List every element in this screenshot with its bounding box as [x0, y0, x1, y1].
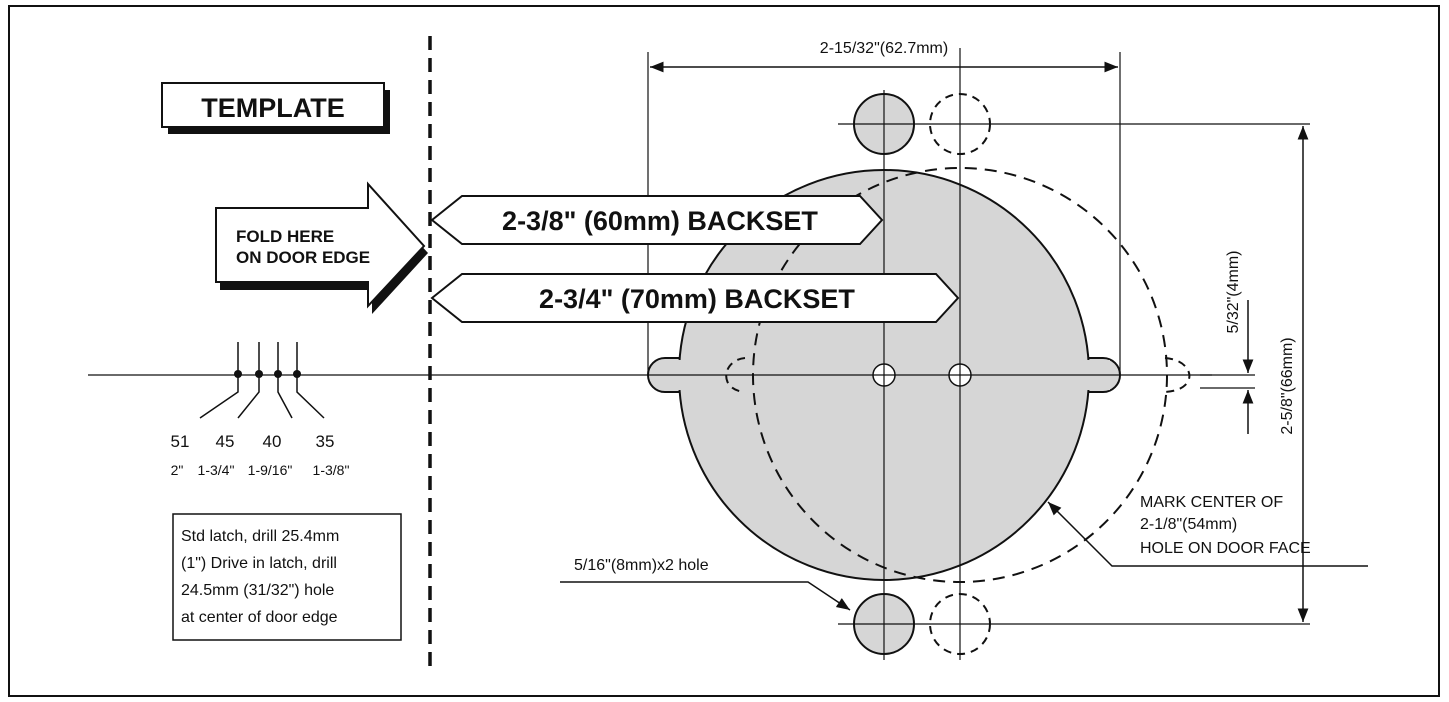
thickness-mm-45: 45 [216, 432, 235, 451]
small-hole-note: 5/16"(8mm)x2 hole [574, 557, 709, 574]
fold-here-arrow: FOLD HERE ON DOOR EDGE [215, 181, 428, 314]
mark-center-line3: HOLE ON DOOR FACE [1140, 540, 1311, 557]
fold-here-line1: FOLD HERE [236, 227, 334, 246]
latch-note-line3: 24.5mm (31/32") hole [181, 582, 334, 599]
latch-note-line4: at center of door edge [181, 609, 338, 626]
fold-here-line2: ON DOOR EDGE [236, 248, 370, 267]
latch-note-line1: Std latch, drill 25.4mm [181, 528, 339, 545]
door-thickness-leaders [199, 342, 325, 419]
thickness-mm-40: 40 [263, 432, 282, 451]
backset-70-label: 2-3/4" (70mm) BACKSET [539, 284, 855, 314]
mark-center-line2: 2-1/8"(54mm) [1140, 516, 1237, 533]
thickness-inch-1-3-4: 1-3/4" [198, 462, 235, 478]
vertical-dim-66-label: 2-5/8"(66mm) [1279, 337, 1296, 434]
vertical-dim-4-label: 5/32"(4mm) [1225, 250, 1242, 333]
template-title-box: TEMPLATE [161, 82, 390, 134]
door-thickness-points [234, 370, 301, 378]
alt-left-ear-dashed [725, 357, 746, 393]
thickness-inch-2: 2" [171, 462, 184, 478]
mark-center-line1: MARK CENTER OF [1140, 494, 1283, 511]
backset-60-banner: 2-3/8" (60mm) BACKSET [430, 195, 884, 245]
small-hole-leader [560, 581, 851, 611]
mark-center-leader [1047, 501, 1368, 567]
latch-note-line2: (1") Drive in latch, drill [181, 555, 337, 572]
thickness-mm-51: 51 [171, 432, 190, 451]
thickness-inch-1-3-8: 1-3/8" [313, 462, 350, 478]
latch-note-box: Std latch, drill 25.4mm (1") Drive in la… [172, 513, 402, 641]
template-label: TEMPLATE [201, 93, 345, 123]
thickness-mm-35: 35 [316, 432, 335, 451]
thickness-inch-1-9-16: 1-9/16" [248, 462, 293, 478]
backset-70-banner: 2-3/4" (70mm) BACKSET [430, 273, 960, 323]
hole-spacing-dim-label: 2-15/32"(62.7mm) [820, 40, 948, 57]
backset-60-label: 2-3/8" (60mm) BACKSET [502, 206, 818, 236]
